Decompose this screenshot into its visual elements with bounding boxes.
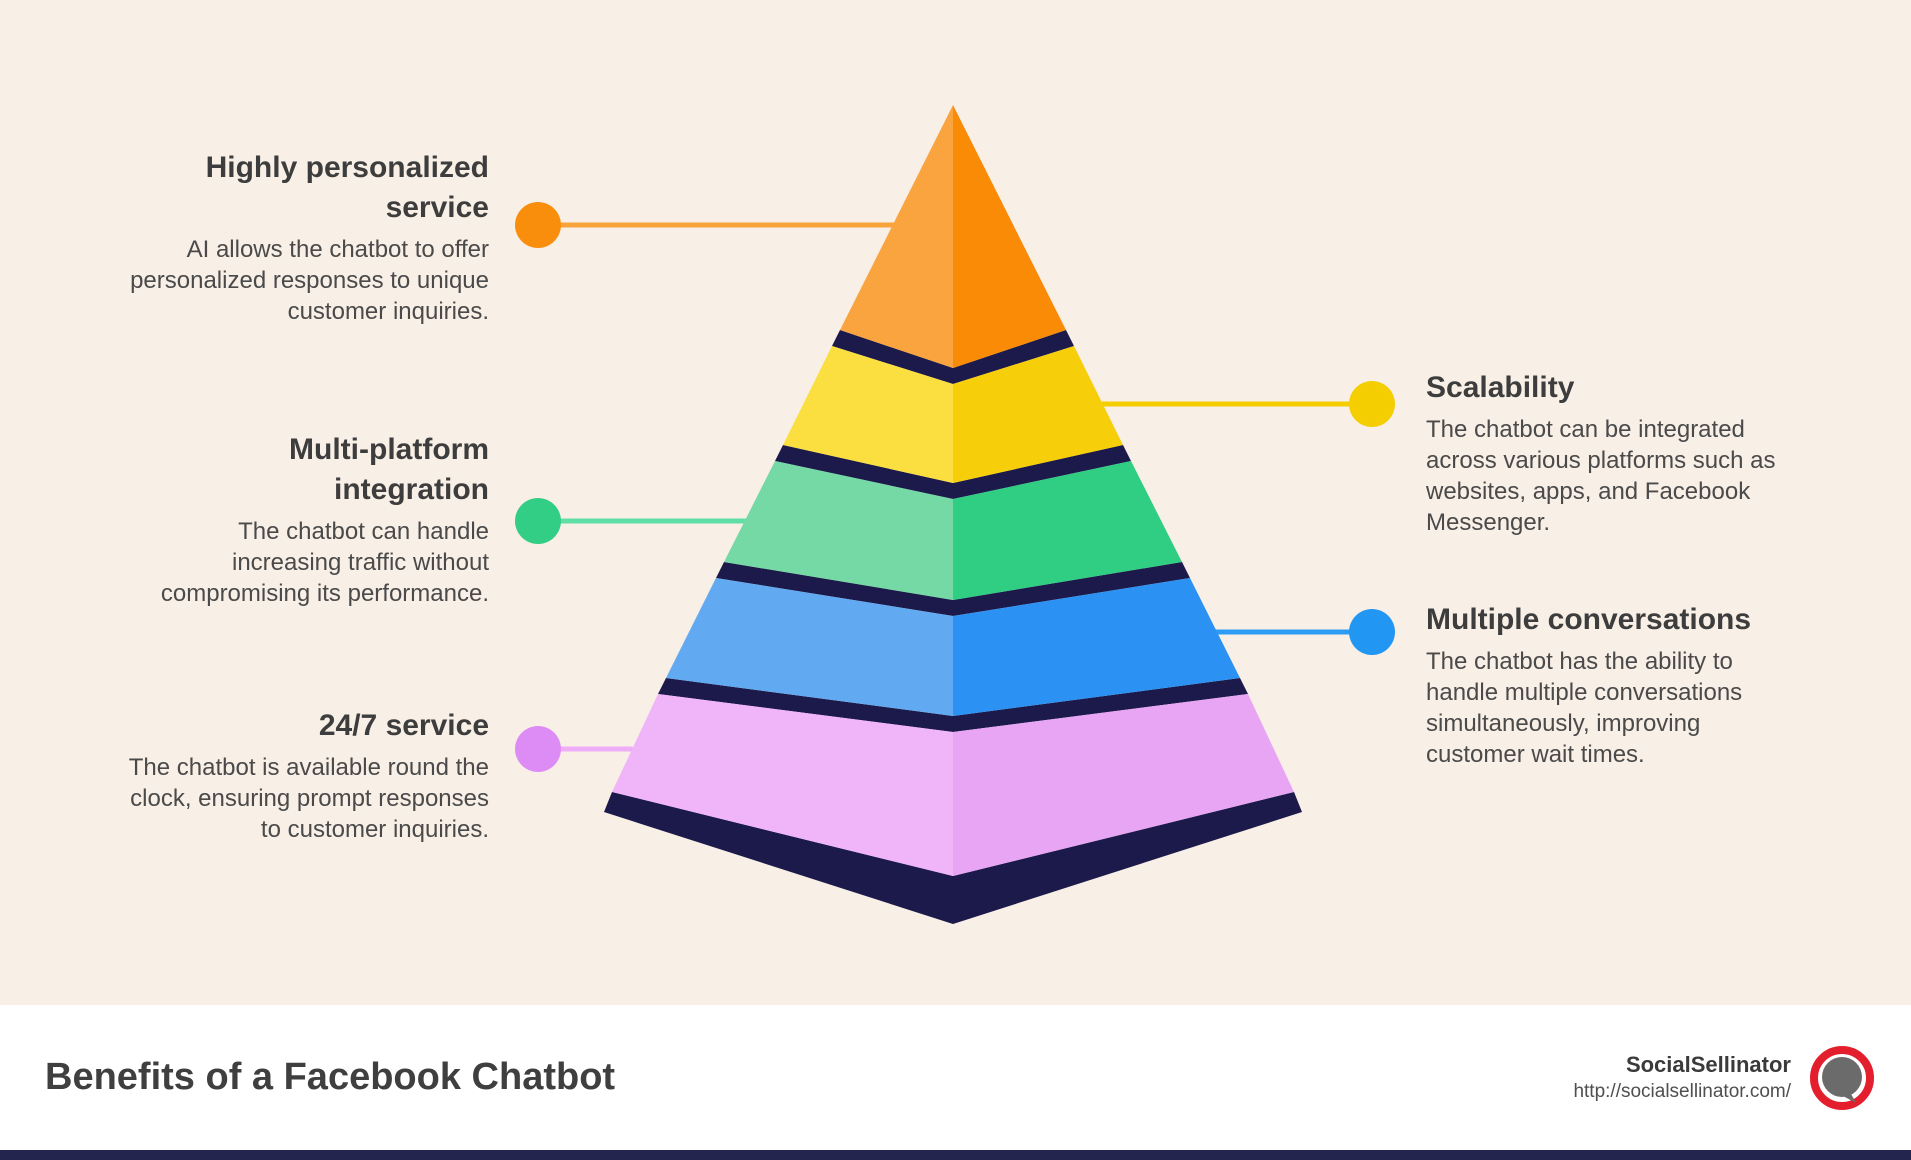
dot-multiple-conversations: [1349, 609, 1395, 655]
callout-title: Highly personalized service: [205, 151, 489, 224]
pyramid-level-2-left-face: [783, 346, 953, 483]
callout-multi-platform: Multi-platform integration The chatbot c…: [159, 430, 489, 609]
pyramid-level-1-left-face: [840, 105, 953, 368]
pyramid-level-3-right-face: [953, 461, 1182, 600]
callout-multiple-conversations: Multiple conversations The chatbot has t…: [1426, 600, 1781, 770]
dot-24-7: [515, 726, 561, 772]
pyramid-level-4-left-face: [666, 578, 953, 716]
page-title: Benefits of a Facebook Chatbot: [45, 1056, 616, 1098]
brand-group: SocialSellinator http://socialsellinator…: [1573, 1045, 1875, 1111]
callout-title: 24/7 service: [318, 709, 489, 742]
pyramid-separator-1: [832, 330, 1074, 384]
dot-scalability: [1349, 381, 1395, 427]
callout-description: The chatbot can be integrated across var…: [1426, 416, 1776, 536]
bottom-accent-strip: [0, 1150, 1911, 1160]
callout-title: Multiple conversations: [1426, 603, 1752, 636]
pyramid-level-3-left-face: [724, 461, 953, 600]
footer-bar: Benefits of a Facebook Chatbot SocialSel…: [0, 1005, 1911, 1150]
callout-highly-personalized: Highly personalized service AI allows th…: [124, 148, 489, 327]
pyramid-level-4-right-face: [953, 578, 1240, 716]
socialsellinator-logo-icon: [1810, 1045, 1874, 1110]
pyramid-level-1-right-face: [953, 105, 1066, 368]
callout-description: The chatbot can handle increasing traffi…: [160, 518, 489, 607]
callout-description: The chatbot is available round the clock…: [128, 754, 489, 843]
dot-multi-platform: [515, 498, 561, 544]
callout-title: Scalability: [1426, 371, 1575, 404]
brand-name: SocialSellinator: [1625, 1051, 1791, 1077]
callout-scalability: Scalability The chatbot can be integrate…: [1426, 368, 1781, 538]
pyramid-separator-3: [716, 562, 1190, 616]
pyramid-level-2-right-face: [953, 346, 1123, 483]
pyramid-separator-2: [775, 445, 1131, 499]
pyramid-level-5-left-face: [612, 694, 953, 876]
brand-url: http://socialsellinator.com/: [1573, 1080, 1791, 1102]
callout-title: Multi-platform integration: [289, 433, 489, 506]
dot-highly-personalized: [515, 202, 561, 248]
callout-description: AI allows the chatbot to offer personali…: [130, 236, 489, 325]
pyramid-level-5-right-face: [953, 694, 1294, 876]
callout-description: The chatbot has the ability to handle mu…: [1426, 648, 1743, 768]
pyramid-separator-4: [658, 678, 1248, 732]
callout-24-7-service: 24/7 service The chatbot is available ro…: [114, 706, 489, 845]
pyramid-base-band: [604, 792, 1302, 924]
